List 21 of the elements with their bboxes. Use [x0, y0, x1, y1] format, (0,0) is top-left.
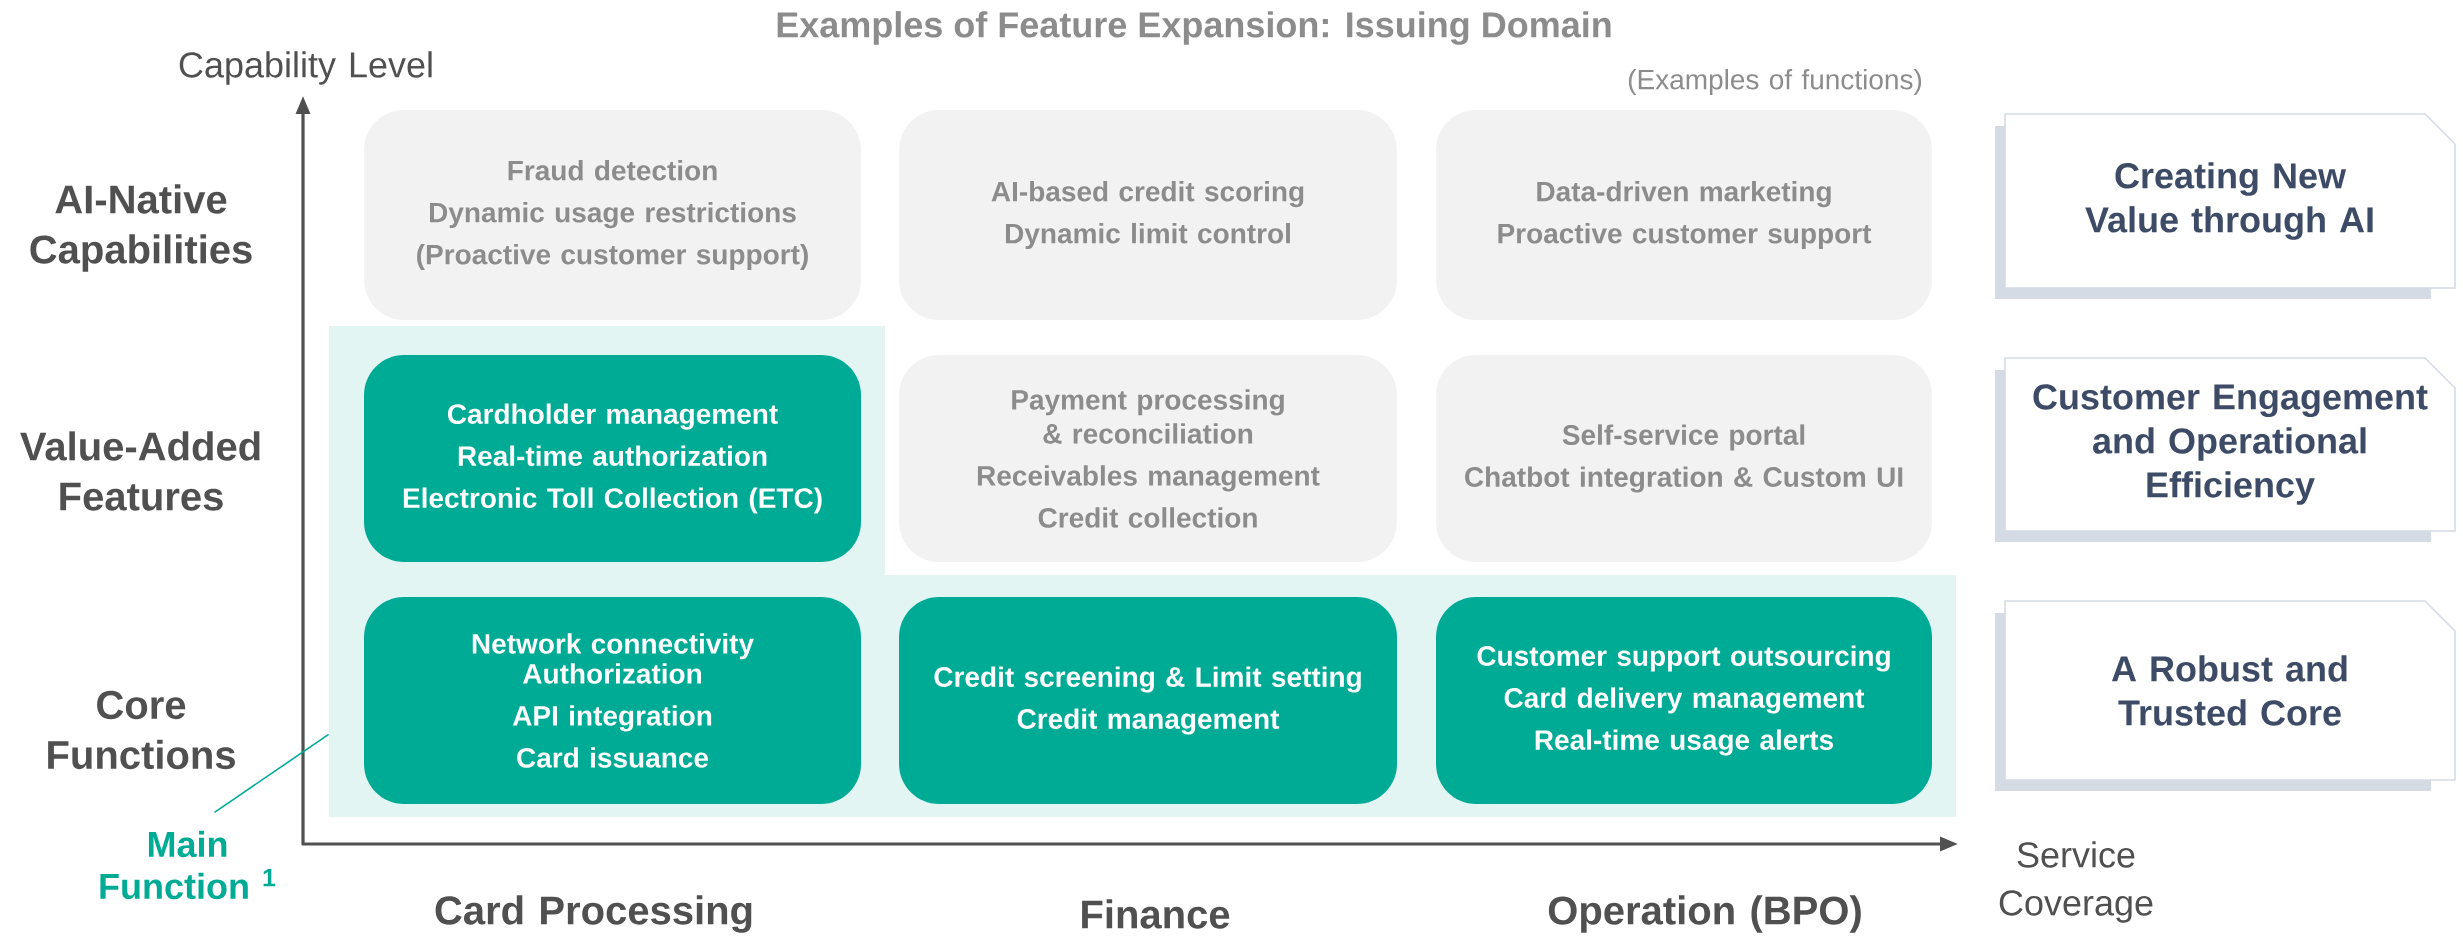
function-box: AI-based credit scoring Dynamic limit control: [899, 110, 1397, 320]
function-box: Fraud detection Dynamic usage restrictions (Proactive customer support): [364, 110, 861, 320]
callout-text: Main Function $^{1}$: [100, 830, 276, 900]
axis-title: Capability Level: [179, 51, 432, 85]
value-card: A Robust and Trusted Core: [1995, 600, 2456, 791]
function-box: Customer support outsourcing Card delivery management Real-time usage alerts: [1436, 597, 1932, 804]
value-card: Customer Engagement and Operational Efficiency: [1995, 357, 2456, 542]
column-label: Operation (BPO): [1548, 895, 1861, 933]
row-label: Core Functions: [48, 690, 235, 770]
function-box: Data-driven marketing Proactive customer support: [1436, 110, 1932, 320]
function-box: Network connectivity Authorization API integration Card issuance: [364, 597, 861, 804]
title: Examples of Feature Expansion: Issuing Domain: [777, 11, 1611, 45]
row-label: Value-Added Features: [20, 431, 260, 511]
column-label: Card Processing: [435, 895, 752, 933]
column-label: Finance: [1082, 899, 1230, 929]
axis-title: Service Coverage: [1999, 841, 2153, 923]
row-label: AI-Native Capabilities: [30, 184, 252, 272]
leader-line: [213, 733, 330, 814]
function-box: Cardholder management Real-time authorization Electronic Toll Collection (ETC): [364, 355, 861, 562]
value-card: Creating New Value through AI: [1995, 113, 2456, 299]
function-box: Credit screening & Limit setting Credit management: [899, 597, 1397, 804]
